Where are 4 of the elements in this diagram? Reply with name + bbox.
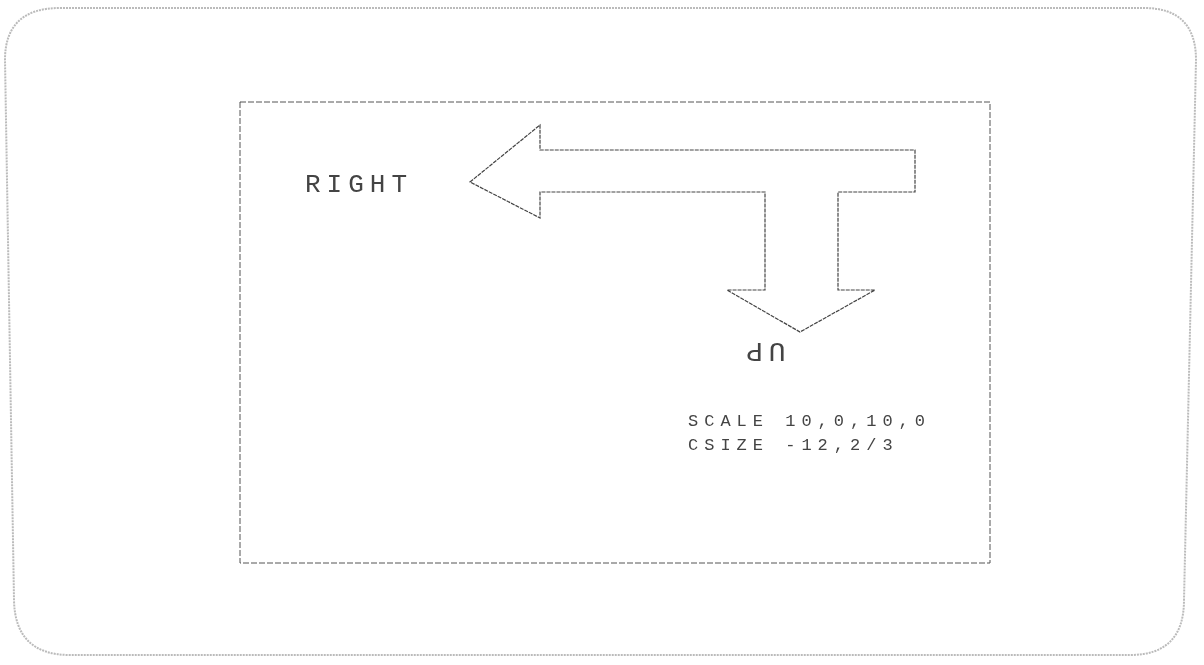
- command-text: CSIZE -12,2/3: [688, 437, 899, 454]
- direction-text: RIGHT: [305, 172, 413, 198]
- command-text: SCALE 10,0,10,0: [688, 413, 932, 430]
- upside-down-text: UP: [740, 336, 786, 364]
